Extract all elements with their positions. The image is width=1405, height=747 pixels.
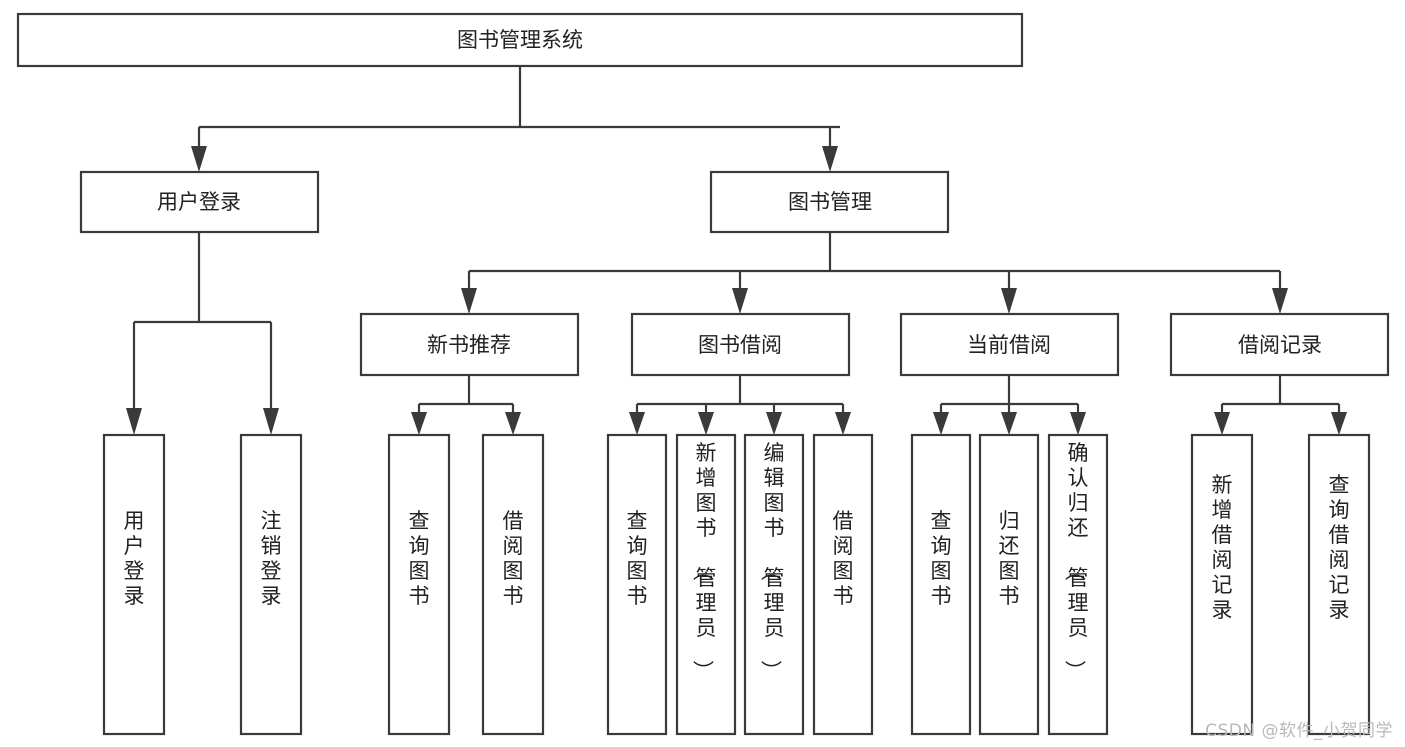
node-borrow-record-box[interactable] [1169, 312, 1390, 377]
node-book-manage[interactable]: 图书管理 [709, 170, 950, 234]
node-borrow-record[interactable]: 借阅记录 [1169, 312, 1390, 377]
node-leaf-query-book-1-label: 查询图书 [409, 509, 430, 608]
node-leaf-query-book-2-box[interactable] [606, 433, 668, 736]
connector-group-new-book-rec [411, 375, 521, 435]
arrow-head-leaf-query-book-1 [411, 412, 427, 435]
node-leaf-confirm-return[interactable]: 确认归还（管理员） [1047, 433, 1109, 736]
node-leaf-logout-label: 注销登录 [261, 509, 282, 608]
node-leaf-borrow-book-2[interactable]: 借阅图书 [812, 433, 874, 736]
node-leaf-borrow-book-1[interactable]: 借阅图书 [481, 433, 545, 736]
arrow-head-leaf-return-book [1001, 412, 1017, 435]
node-leaf-edit-book-label: 编辑图书（管理员） [759, 441, 785, 681]
arrow-head-leaf-query-book-2 [629, 412, 645, 435]
node-leaf-borrow-book-1-label: 借阅图书 [503, 509, 524, 608]
connector-group-root [191, 66, 840, 172]
node-leaf-borrow-book-1-box[interactable] [481, 433, 545, 736]
node-leaf-edit-book-box[interactable] [743, 433, 805, 736]
connector-group-book-borrow [629, 375, 851, 435]
node-user-login-box[interactable] [79, 170, 320, 234]
node-root-label: 图书管理系统 [457, 28, 583, 52]
arrow-head-leaf-confirm-return [1070, 412, 1086, 435]
node-leaf-confirm-return-label: 确认归还（管理员） [1063, 441, 1089, 681]
node-leaf-query-book-3[interactable]: 查询图书 [910, 433, 972, 736]
arrow-head-user-login [191, 146, 207, 172]
node-leaf-query-book-3-label: 查询图书 [931, 509, 952, 608]
node-leaf-logout-box[interactable] [239, 433, 303, 736]
node-leaf-return-book[interactable]: 归还图书 [978, 433, 1040, 736]
arrow-head-leaf-query-book-3 [933, 412, 949, 435]
arrow-head-leaf-borrow-book-1 [505, 412, 521, 435]
arrow-head-leaf-logout [263, 408, 279, 435]
node-user-login-label: 用户登录 [157, 190, 241, 214]
node-book-borrow-label: 图书借阅 [698, 333, 782, 357]
node-leaf-user-login[interactable]: 用户登录 [102, 433, 166, 736]
arrow-head-leaf-user-login [126, 408, 142, 435]
node-leaf-return-book-box[interactable] [978, 433, 1040, 736]
node-leaf-add-book[interactable]: 新增图书（管理员） [675, 433, 737, 736]
node-root-box[interactable] [16, 12, 1024, 68]
connector-group-current-borrow [933, 375, 1086, 435]
node-book-manage-box[interactable] [709, 170, 950, 234]
node-leaf-query-record[interactable]: 查询借阅记录 [1307, 433, 1371, 736]
arrow-head-current-borrow [1001, 288, 1017, 314]
arrow-head-book-borrow [732, 288, 748, 314]
node-leaf-add-record-label: 新增借阅记录 [1212, 473, 1233, 622]
arrow-head-new-book-rec [461, 288, 477, 314]
arrow-head-book-manage [822, 146, 838, 172]
node-leaf-user-login-label: 用户登录 [124, 509, 145, 608]
node-book-borrow[interactable]: 图书借阅 [630, 312, 851, 377]
node-current-borrow-label: 当前借阅 [967, 333, 1051, 357]
node-leaf-borrow-book-2-box[interactable] [812, 433, 874, 736]
node-leaf-logout[interactable]: 注销登录 [239, 433, 303, 736]
node-leaf-add-record-box[interactable] [1190, 433, 1254, 736]
node-leaf-return-book-label: 归还图书 [999, 509, 1020, 608]
node-leaf-query-book-1-box[interactable] [387, 433, 451, 736]
node-leaf-query-book-1[interactable]: 查询图书 [387, 433, 451, 736]
node-new-book-rec-label: 新书推荐 [427, 333, 511, 357]
node-new-book-rec[interactable]: 新书推荐 [359, 312, 580, 377]
node-current-borrow-box[interactable] [899, 312, 1120, 377]
arrow-head-leaf-add-book [698, 412, 714, 435]
node-leaf-query-record-box[interactable] [1307, 433, 1371, 736]
arrow-head-leaf-add-record [1214, 412, 1230, 435]
node-current-borrow[interactable]: 当前借阅 [899, 312, 1120, 377]
arrow-head-leaf-edit-book [766, 412, 782, 435]
node-leaf-query-book-3-box[interactable] [910, 433, 972, 736]
arrow-head-borrow-record [1272, 288, 1288, 314]
node-borrow-record-label: 借阅记录 [1238, 333, 1322, 357]
node-leaf-query-book-2-label: 查询图书 [627, 509, 648, 608]
connector-group-user-login [126, 232, 279, 435]
arrow-head-leaf-query-record [1331, 412, 1347, 435]
arrow-head-leaf-borrow-book-2 [835, 412, 851, 435]
node-root[interactable]: 图书管理系统 [16, 12, 1024, 68]
node-new-book-rec-box[interactable] [359, 312, 580, 377]
node-book-manage-label: 图书管理 [788, 190, 872, 214]
node-leaf-query-book-2[interactable]: 查询图书 [606, 433, 668, 736]
node-leaf-borrow-book-2-label: 借阅图书 [833, 509, 854, 608]
node-user-login[interactable]: 用户登录 [79, 170, 320, 234]
node-leaf-confirm-return-box[interactable] [1047, 433, 1109, 736]
node-book-borrow-box[interactable] [630, 312, 851, 377]
node-leaf-query-record-label: 查询借阅记录 [1329, 473, 1350, 622]
node-leaf-add-book-label: 新增图书（管理员） [691, 441, 717, 681]
node-leaf-edit-book[interactable]: 编辑图书（管理员） [743, 433, 805, 736]
connector-group-book-manage [461, 232, 1288, 314]
connector-group-borrow-record [1214, 375, 1347, 435]
node-leaf-add-record[interactable]: 新增借阅记录 [1190, 433, 1254, 736]
node-leaf-user-login-box[interactable] [102, 433, 166, 736]
node-leaf-add-book-box[interactable] [675, 433, 737, 736]
